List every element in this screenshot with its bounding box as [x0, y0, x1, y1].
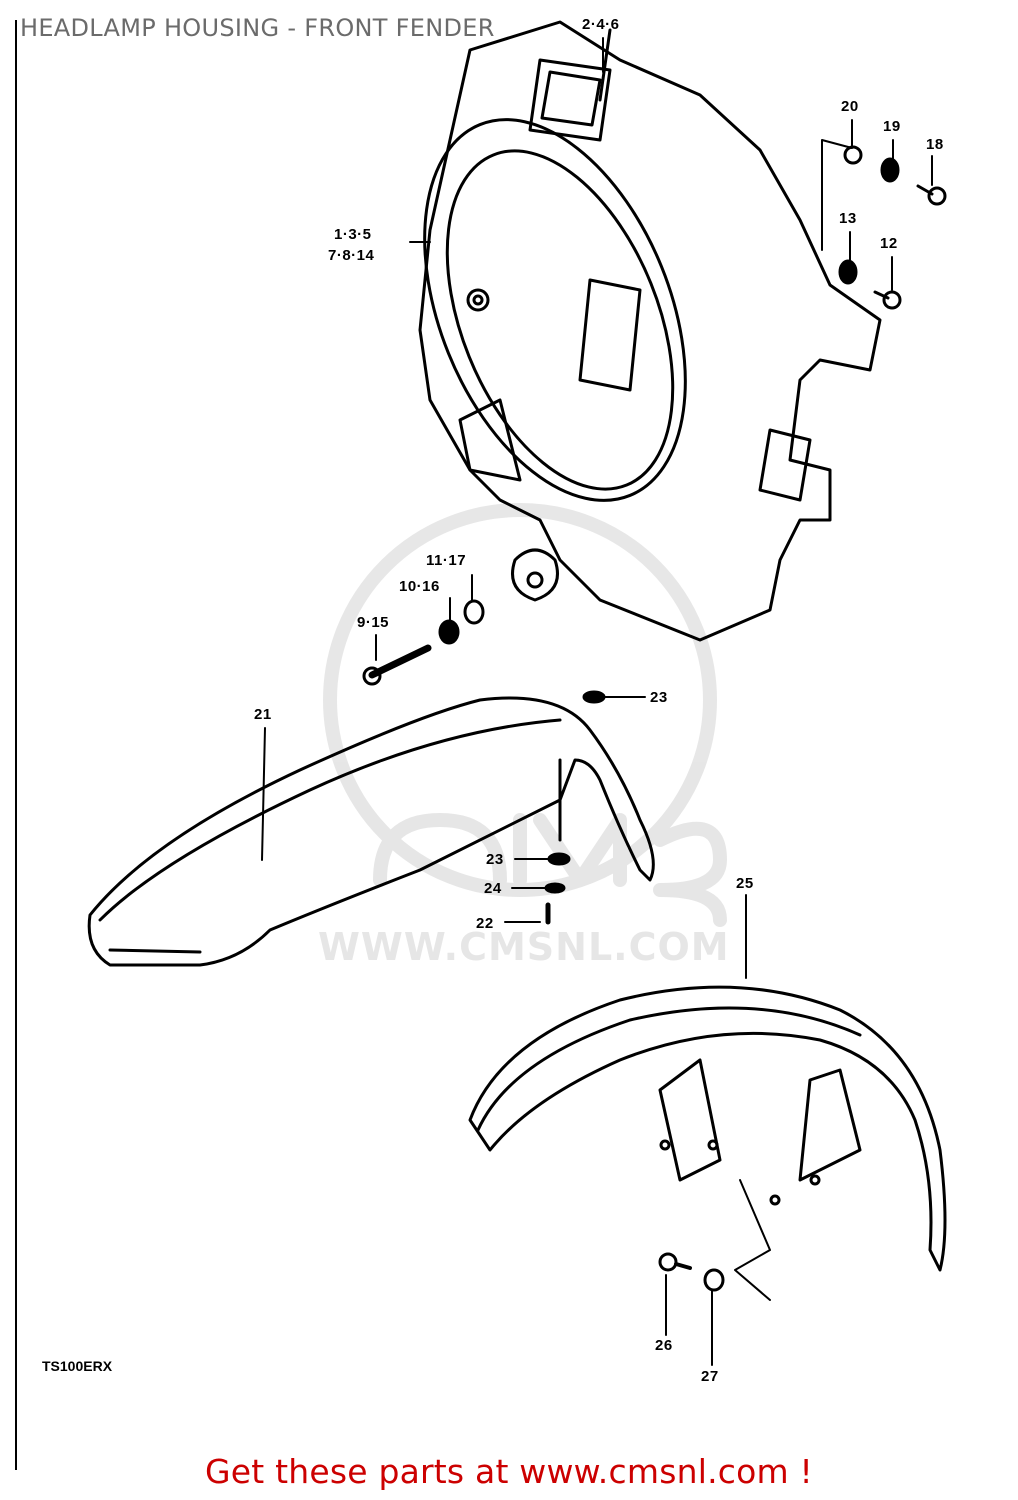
callout-24: 24 — [484, 880, 502, 897]
footer-link-text[interactable]: Get these parts at www.cmsnl.com ! — [205, 1452, 813, 1491]
callout-25: 25 — [736, 875, 754, 892]
callout-20: 20 — [841, 98, 859, 115]
callout-9-15: 9·15 — [357, 614, 390, 631]
callout-18: 18 — [926, 136, 944, 153]
leader-lines — [261, 37, 933, 1366]
callout-23-top: 23 — [650, 689, 668, 706]
fender-25 — [468, 985, 947, 1272]
model-code: TS100ERX — [42, 1358, 113, 1374]
callout-2-4-6: 2·4·6 — [582, 16, 620, 33]
callout-22: 22 — [476, 915, 494, 932]
watermark-text: WWW.CMSNL.COM — [318, 925, 730, 969]
callout-26: 26 — [655, 1337, 673, 1354]
callout-19: 19 — [883, 118, 901, 135]
headlamp-housing — [418, 20, 882, 642]
fender-21 — [87, 696, 655, 967]
callout-12: 12 — [880, 235, 898, 252]
callout-1-3-5: 1·3·5 — [334, 226, 372, 243]
diagram-title: HEADLAMP HOUSING - FRONT FENDER — [20, 14, 495, 42]
callout-10-16: 10·16 — [399, 578, 440, 595]
hardware — [362, 145, 947, 1292]
callout-23-bottom: 23 — [486, 851, 504, 868]
callout-7-8-14: 7·8·14 — [328, 247, 375, 264]
page-border — [15, 20, 17, 1470]
callout-27: 27 — [701, 1368, 719, 1385]
callout-21: 21 — [254, 706, 272, 723]
callout-11-17: 11·17 — [426, 552, 467, 569]
callout-13: 13 — [839, 210, 857, 227]
